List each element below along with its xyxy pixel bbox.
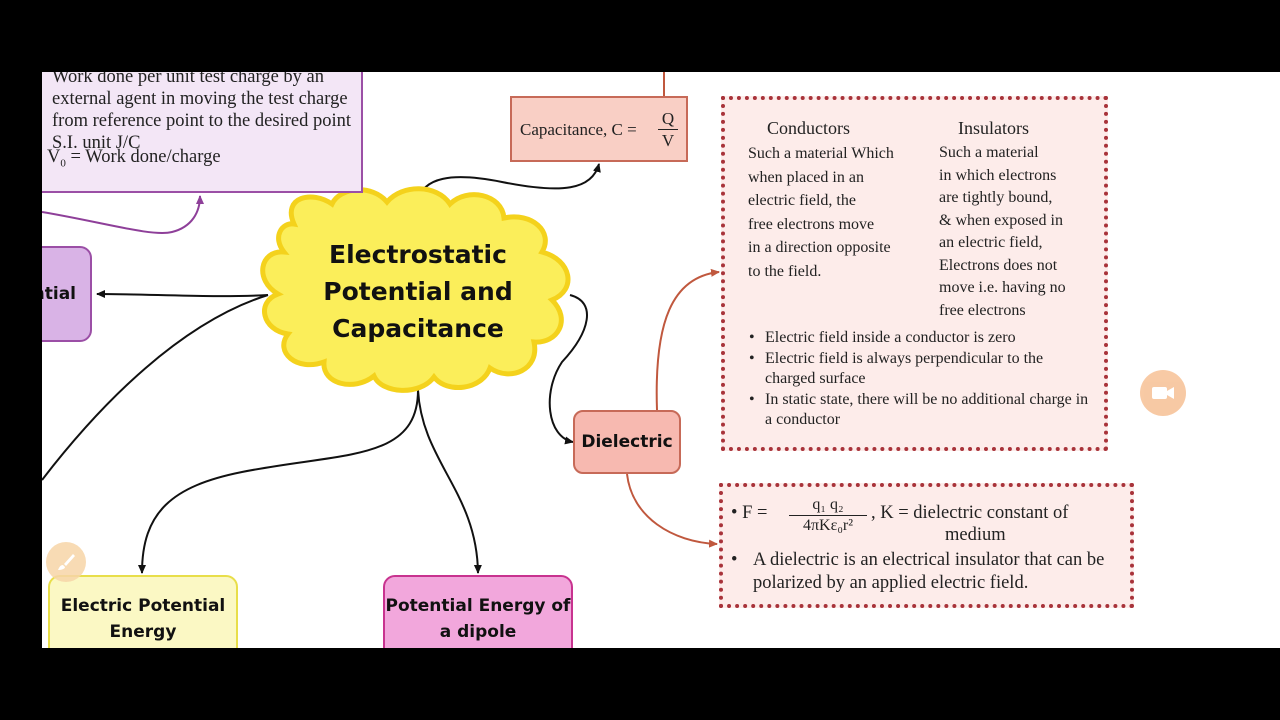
formula-rest: = Work done/charge bbox=[65, 147, 221, 167]
arrow-to-potential bbox=[96, 290, 269, 299]
center-title-line-3: Capacitance bbox=[332, 314, 504, 343]
formula-symbol: V bbox=[47, 147, 61, 167]
epe-line-1: Electric Potential bbox=[60, 596, 226, 616]
insulators-line: & when exposed in bbox=[939, 211, 1063, 229]
center-title-line-2: Potential and bbox=[323, 277, 513, 306]
conductor-fact: Electric field is always perpendicular t… bbox=[749, 349, 1089, 389]
force-bullet: • bbox=[731, 503, 738, 523]
capacitance-numerator: Q bbox=[661, 109, 675, 128]
force-denominator: 4πKε₀r² bbox=[789, 515, 867, 536]
dipole-line-2: a dipole bbox=[439, 622, 517, 642]
conductors-description: Such a material Which when placed in an … bbox=[748, 142, 894, 283]
capacitance-label: Capacitance, C = bbox=[520, 120, 637, 139]
capacitance-fraction: Q V bbox=[658, 108, 678, 151]
insulators-line: free electrons bbox=[939, 301, 1026, 319]
formula-subscript: 0 bbox=[60, 157, 66, 170]
potential-definition-box: Work done per unit test charge by an ext… bbox=[42, 72, 363, 193]
dielectric-info-box: • F = q₁ q₂ 4πKε₀r² , K = dielectric con… bbox=[719, 483, 1134, 608]
arrow-to-epe bbox=[138, 389, 419, 574]
dielectric-node: Dielectric bbox=[573, 410, 681, 474]
dipole-potential-energy-node: Potential Energy of a dipole bbox=[383, 575, 573, 648]
definition-text: A dielectric is an electrical insulator … bbox=[753, 550, 1105, 593]
camera-button[interactable] bbox=[1140, 370, 1186, 416]
conductors-line: when placed in an bbox=[748, 168, 864, 186]
conductors-line: Such a material Which bbox=[748, 145, 894, 162]
arrow-to-dipole bbox=[417, 389, 482, 574]
capacitance-node: Capacitance, C = Q V bbox=[510, 96, 688, 162]
conductor-fact: In static state, there will be no additi… bbox=[749, 390, 1089, 430]
conductors-line: in a direction opposite bbox=[748, 239, 891, 256]
brush-button[interactable] bbox=[46, 542, 86, 582]
force-label: F = bbox=[742, 503, 768, 523]
electric-potential-node: ntial bbox=[42, 246, 92, 342]
arrow-to-dielectric bbox=[548, 294, 588, 445]
insulators-line: in which electrons bbox=[939, 166, 1057, 184]
force-fraction: q₁ q₂ 4πKε₀r² bbox=[789, 495, 867, 536]
connectors-layer bbox=[42, 72, 720, 574]
insulators-line: are tightly bound, bbox=[939, 189, 1053, 206]
potential-formula: V0 = Work done/charge bbox=[47, 147, 221, 170]
definition-bullet: • bbox=[731, 550, 738, 570]
line-down-left bbox=[42, 294, 269, 481]
electric-potential-energy-label: Electric Potential Energy bbox=[50, 593, 236, 645]
conductors-line: to the field. bbox=[748, 262, 822, 280]
arrow-to-dielectric-info bbox=[626, 473, 718, 548]
brush-icon bbox=[58, 554, 75, 570]
conductors-title: Conductors bbox=[767, 118, 850, 138]
coulomb-force-formula: • F = bbox=[731, 503, 767, 524]
electric-potential-energy-node: Electric Potential Energy bbox=[48, 575, 238, 648]
arrow-to-conductors bbox=[655, 268, 720, 411]
force-numerator: q₁ q₂ bbox=[812, 496, 844, 513]
medium-text: medium bbox=[945, 525, 1006, 545]
camera-icon bbox=[1152, 387, 1174, 399]
arrow-to-capacitance bbox=[417, 163, 601, 203]
insulators-title: Insulators bbox=[958, 118, 1029, 138]
electric-potential-label: ntial bbox=[42, 284, 76, 304]
center-topic-title: Electrostatic Potential and Capacitance bbox=[304, 236, 532, 347]
dielectric-label: Dielectric bbox=[581, 432, 673, 452]
dipole-potential-energy-label: Potential Energy of a dipole bbox=[385, 593, 571, 645]
insulators-description: Such a material in which electrons are t… bbox=[939, 142, 1066, 322]
dielectric-constant-text: , K = dielectric constant of bbox=[871, 503, 1069, 523]
conductor-fact: Electric field inside a conductor is zer… bbox=[749, 328, 1089, 348]
conductors-insulators-box: Conductors Such a material Which when pl… bbox=[721, 96, 1108, 451]
center-title-line-1: Electrostatic bbox=[329, 240, 507, 269]
epe-line-2: Energy bbox=[109, 622, 177, 642]
conductors-line: electric field, the bbox=[748, 192, 856, 209]
potential-definition-text: Work done per unit test charge by an ext… bbox=[52, 72, 351, 153]
mind-map-canvas: Work done per unit test charge by an ext… bbox=[42, 72, 1280, 648]
insulators-line: Such a material bbox=[939, 144, 1039, 161]
insulators-line: move i.e. having no bbox=[939, 279, 1066, 296]
conductors-line: free electrons move bbox=[748, 215, 875, 233]
insulators-line: an electric field, bbox=[939, 234, 1043, 251]
insulators-line: Electrons does not bbox=[939, 256, 1058, 274]
capacitance-denominator: V bbox=[658, 129, 678, 151]
conductor-facts-list: Electric field inside a conductor is zer… bbox=[749, 328, 1089, 431]
center-cloud-shape bbox=[260, 186, 571, 393]
arrow-to-work-box bbox=[42, 195, 204, 234]
dipole-line-1: Potential Energy of bbox=[385, 596, 571, 616]
